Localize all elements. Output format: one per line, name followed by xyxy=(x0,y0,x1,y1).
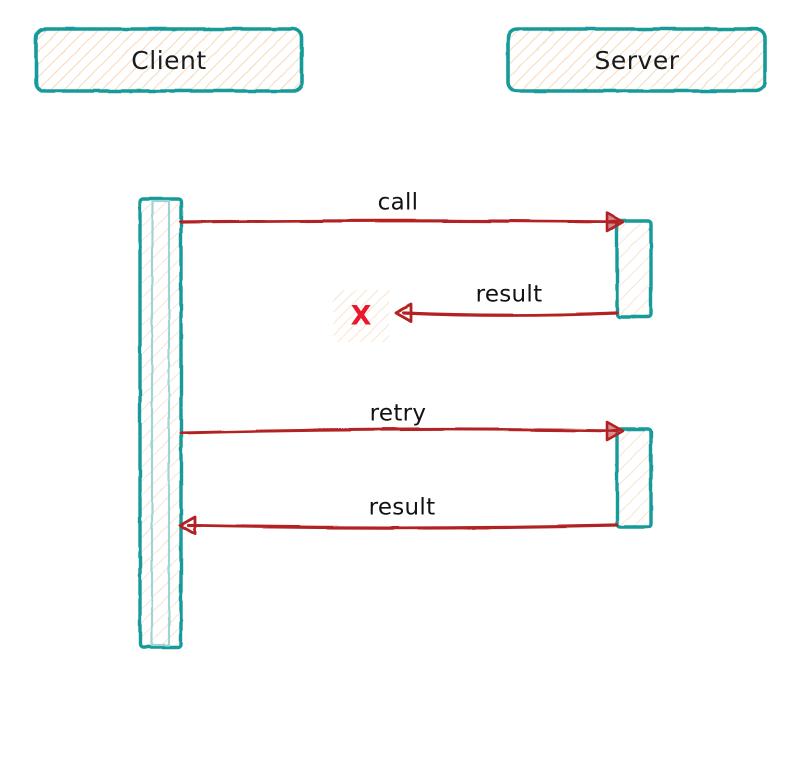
lost-message-marker: X xyxy=(333,290,389,342)
message-call-label: call xyxy=(378,190,419,216)
client-box-border xyxy=(34,27,304,93)
message-result[interactable]: result xyxy=(178,495,619,536)
activation-server-1-border xyxy=(615,219,653,319)
activation-client-border xyxy=(138,197,183,649)
message-result-lost[interactable]: result xyxy=(394,282,619,323)
message-result-label: result xyxy=(369,495,436,521)
message-result-line xyxy=(186,523,619,530)
activation-bars-group xyxy=(138,197,653,649)
participant-client[interactable]: Client xyxy=(34,27,304,93)
message-result-lost-label: result xyxy=(476,282,543,308)
server-label: Server xyxy=(595,46,680,75)
client-box-fill xyxy=(36,29,302,91)
activation-server-1-fill xyxy=(617,221,651,317)
participant-server[interactable]: Server xyxy=(506,27,767,93)
message-call[interactable]: call xyxy=(179,190,625,233)
activation-client-fill xyxy=(140,199,181,647)
x-mark-box xyxy=(333,290,389,342)
message-retry-line xyxy=(179,427,620,435)
message-result-arrowhead xyxy=(178,515,197,536)
message-retry-arrowhead xyxy=(605,420,625,442)
server-box-fill xyxy=(508,29,765,91)
server-box-border xyxy=(506,27,767,93)
activation-server-2[interactable] xyxy=(615,427,653,529)
message-retry[interactable]: retry xyxy=(179,401,625,442)
message-result-lost-line xyxy=(402,311,619,317)
activation-client[interactable] xyxy=(138,197,183,649)
activation-server-2-border xyxy=(615,427,653,529)
message-result-lost-arrowhead xyxy=(394,303,413,323)
activation-server-2-fill xyxy=(617,429,651,527)
message-call-arrowhead xyxy=(605,211,625,233)
x-mark-icon: X xyxy=(351,301,372,332)
message-call-line xyxy=(179,219,620,224)
activation-client-inner-line xyxy=(150,199,171,647)
message-retry-label: retry xyxy=(370,401,427,427)
activation-server-1[interactable] xyxy=(615,219,653,319)
client-label: Client xyxy=(131,46,206,75)
